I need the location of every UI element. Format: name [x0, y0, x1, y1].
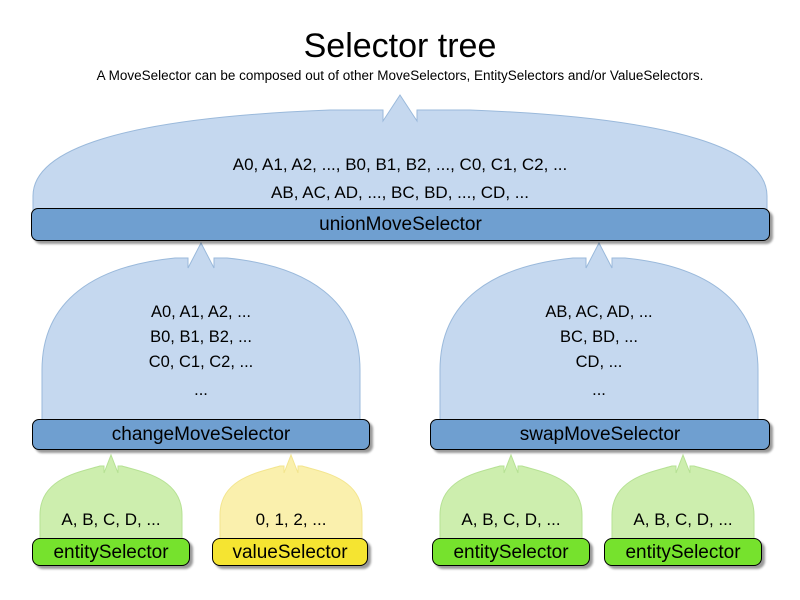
- entity-selector-2-bar[interactable]: entitySelector: [432, 538, 590, 566]
- union-move-selector-dome: [32, 94, 768, 216]
- change-move-selector-bar[interactable]: changeMoveSelector: [32, 419, 370, 450]
- page-subtitle: A MoveSelector can be composed out of ot…: [96, 68, 704, 83]
- value-selector-dome: [219, 453, 363, 546]
- change-move-selector-dome: [41, 241, 361, 426]
- union-move-selector-bar[interactable]: unionMoveSelector: [31, 208, 770, 241]
- entity-selector-1-dome: [39, 453, 183, 546]
- value-selector-bar[interactable]: valueSelector: [212, 538, 368, 566]
- swap-move-selector-dome: [439, 241, 759, 426]
- entity-selector-3-bar[interactable]: entitySelector: [604, 538, 762, 566]
- entity-selector-2-dome: [439, 453, 583, 546]
- swap-move-selector-bar[interactable]: swapMoveSelector: [430, 419, 770, 450]
- page-title: Selector tree: [303, 27, 497, 65]
- entity-selector-3-dome: [611, 453, 755, 546]
- entity-selector-1-bar[interactable]: entitySelector: [32, 538, 190, 566]
